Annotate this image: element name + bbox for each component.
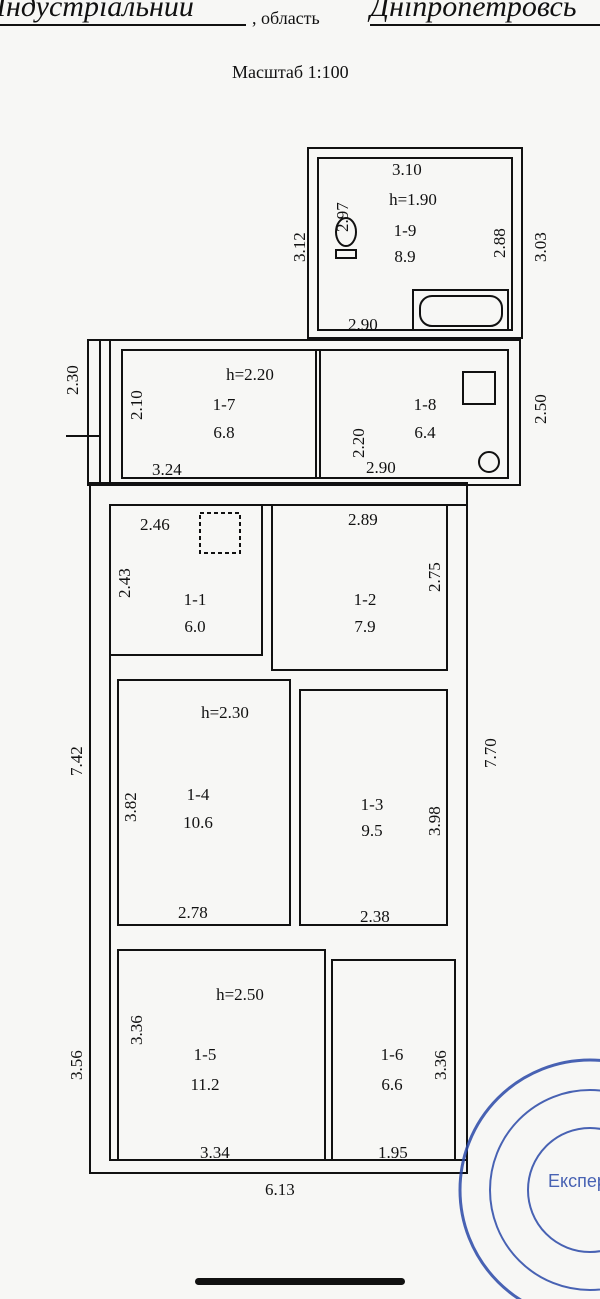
room-area: 11.2 xyxy=(190,1075,219,1094)
dimension: 3.82 xyxy=(121,792,140,822)
dimension: 2.10 xyxy=(127,390,146,420)
room-id: 1-5 xyxy=(194,1045,217,1064)
dimension: 6.13 xyxy=(265,1180,295,1199)
official-stamp: Експерт xyxy=(458,1058,600,1299)
room-id: 1-2 xyxy=(354,590,377,609)
room-id: 1-9 xyxy=(394,221,417,240)
room-labels: h=1.90 1-9 8.9 h=2.20 1-7 6.8 1-8 6.4 1-… xyxy=(183,190,437,1094)
dimension: 3.36 xyxy=(127,1015,146,1045)
room-area: 6.0 xyxy=(184,617,205,636)
room-area: 6.8 xyxy=(213,423,234,442)
home-indicator[interactable] xyxy=(195,1278,405,1285)
region-field: Дніпропетровсь xyxy=(370,0,600,26)
dimension: 2.30 xyxy=(63,365,82,395)
dimension: 2.89 xyxy=(348,510,378,529)
room-id: 1-6 xyxy=(381,1045,404,1064)
dimension: 2.78 xyxy=(178,903,208,922)
dimension: 3.12 xyxy=(290,232,309,262)
dimension: 2.97 xyxy=(333,202,352,232)
room-id: 1-8 xyxy=(414,395,437,414)
dimension: 3.34 xyxy=(200,1143,230,1162)
room-height: h=1.90 xyxy=(389,190,437,209)
dimension: 7.42 xyxy=(67,746,86,776)
dimension-labels: 3.10 2.97 3.12 2.88 3.03 2.90 2.30 2.10 … xyxy=(63,160,550,1199)
dimension: 7.70 xyxy=(481,738,500,768)
fixtures xyxy=(66,217,509,554)
dimension: 3.56 xyxy=(67,1050,86,1080)
dimension: 1.95 xyxy=(378,1143,408,1162)
dimension: 3.36 xyxy=(431,1050,450,1080)
dimension: 2.90 xyxy=(366,458,396,477)
room-area: 6.4 xyxy=(414,423,436,442)
room-id: 1-3 xyxy=(361,795,384,814)
room-area: 9.5 xyxy=(361,821,382,840)
scale-label: Масштаб 1:100 xyxy=(232,62,349,82)
dimension: 2.38 xyxy=(360,907,390,926)
stamp-text: Експерт xyxy=(548,1171,600,1191)
room-height: h=2.50 xyxy=(216,985,264,1004)
region-label: , область xyxy=(252,8,320,28)
dimension: 3.10 xyxy=(392,160,422,179)
room-area: 8.9 xyxy=(394,247,415,266)
dimension: 3.03 xyxy=(531,232,550,262)
dimension: 3.98 xyxy=(425,806,444,836)
room-height: h=2.20 xyxy=(226,365,274,384)
dimension: 2.50 xyxy=(531,394,550,424)
dimension: 2.20 xyxy=(349,428,368,458)
room-area: 7.9 xyxy=(354,617,375,636)
room-id: 1-7 xyxy=(213,395,236,414)
district-field: Індустріальний xyxy=(0,0,246,26)
walls xyxy=(87,147,523,1174)
room-id: 1-1 xyxy=(184,590,207,609)
room-height: h=2.30 xyxy=(201,703,249,722)
dimension: 3.24 xyxy=(152,460,182,479)
room-id: 1-4 xyxy=(187,785,210,804)
dimension: 2.43 xyxy=(115,568,134,598)
room-area: 10.6 xyxy=(183,813,213,832)
dimension: 2.75 xyxy=(425,562,444,592)
room-area: 6.6 xyxy=(381,1075,402,1094)
dimension: 2.46 xyxy=(140,515,170,534)
dimension: 2.90 xyxy=(348,315,378,334)
dimension: 2.88 xyxy=(490,228,509,258)
